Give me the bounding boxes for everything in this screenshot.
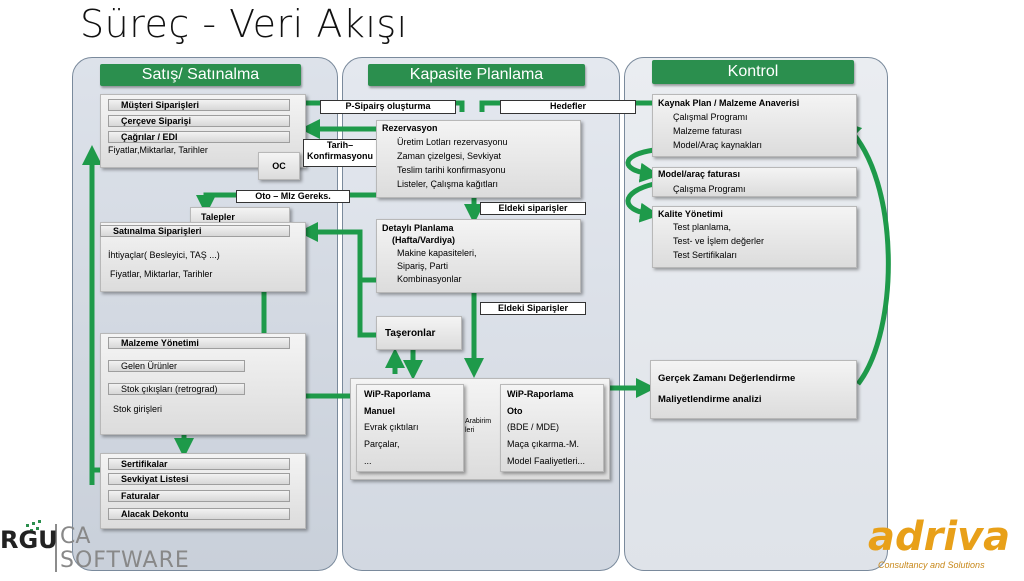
document-item: Faturalar (108, 490, 290, 502)
realtime-evaluation-box (650, 360, 857, 419)
resource-plan-box (652, 94, 857, 157)
reservation-title: Rezervasyon (382, 123, 438, 133)
detailed-planning-line: Sipariş, Parti (397, 261, 449, 271)
wip-auto-sub: Oto (507, 406, 523, 416)
orders-item: Müşteri Siparişleri (108, 99, 290, 111)
wip-auto-line: Maça çıkarma.-M. (507, 439, 580, 449)
purchase-orders-title: Satınalma Siparişleri (100, 225, 290, 237)
flag-hedefler: Hedefler (500, 100, 636, 114)
adriva-logo-sub: Consultancy and Solutions (878, 560, 985, 570)
model-invoice-title: Model/araç faturası (658, 169, 741, 179)
header-control: Kontrol (652, 60, 854, 84)
reservation-line: Teslim tarihi konfirmasyonu (397, 165, 506, 175)
wip-manual-sub: Manuel (364, 406, 396, 416)
model-invoice-line: Çalışma Programı (673, 184, 746, 194)
wip-auto-box (500, 384, 604, 472)
reservation-box (376, 120, 581, 198)
quality-line: Test Sertifikaları (673, 250, 738, 260)
argu-logo-sub2: SOFTWARE (60, 548, 190, 573)
wip-manual-box (356, 384, 464, 472)
page-title: Süreç - Veri Akışı (80, 2, 408, 46)
wip-auto-line: Model Faaliyetleri... (507, 456, 586, 466)
resource-plan-title: Kaynak Plan / Malzeme Anaverisi (658, 98, 800, 108)
resource-plan-line: Çalışmal Programı (673, 112, 748, 122)
quality-management-box (652, 206, 857, 268)
argu-logo-main: RGU (0, 526, 58, 554)
detailed-planning-line: Makine kapasiteleri, (397, 248, 477, 258)
argu-logo-mark (26, 520, 57, 572)
flag-p-siparis: P-Sipairş oluşturma (320, 100, 456, 114)
flag-tarih-konfirmasyonu: Tarih– Konfirmasyonu (303, 139, 377, 167)
reservation-line: Listeler, Çalışma kağıtları (397, 179, 499, 189)
detailed-planning-sub: (Hafta/Vardiya) (392, 235, 456, 245)
quality-management-title: Kalite Yönetimi (658, 209, 723, 219)
cost-analysis-label: Maliyetlendirme analizi (658, 394, 762, 405)
orders-note: Fiyatlar,Miktarlar, Tarihler (108, 145, 208, 155)
header-capacity-planning: Kapasite Planlama (368, 64, 585, 86)
flag-oto-mlz: Oto – Mlz Gereks. (236, 190, 350, 203)
material-line: Gelen Ürünler (108, 360, 245, 372)
orders-item: Çağrılar / EDI (108, 131, 290, 143)
document-item: Sevkiyat Listesi (108, 473, 290, 485)
detailed-planning-title: Detaylı Planlama (382, 223, 454, 233)
document-item: Sertifikalar (108, 458, 290, 470)
purchase-line: Fiyatlar, Miktarlar, Tarihler (110, 269, 213, 279)
flag-eldeki-2: Eldeki Siparişler (480, 302, 586, 315)
wip-auto-line: (BDE / MDE) (507, 422, 560, 432)
reservation-line: Üretim Lotları rezervasyonu (397, 137, 508, 147)
header-sales-purchasing: Satış/ Satınalma (100, 64, 301, 86)
subcontractors-box: Taşeronlar (376, 316, 462, 350)
detailed-planning-box (376, 219, 581, 293)
realtime-evaluation-label: Gerçek Zamanı Değerlendirme (658, 373, 796, 384)
resource-plan-line: Malzeme faturası (673, 126, 743, 136)
reservation-line: Zaman çizelgesi, Sevkiyat (397, 151, 502, 161)
material-line: Stok çıkışları (retrograd) (108, 383, 245, 395)
wip-auto-title: WiP-Raporlama (507, 389, 574, 399)
document-item: Alacak Dekontu (108, 508, 290, 520)
argu-logo: RGU CA SOFTWARE (0, 520, 200, 581)
purchase-line: İhtiyaçlar( Besleyici, TAŞ ...) (108, 250, 220, 260)
wip-manual-line: Evrak çıktıları (364, 422, 419, 432)
interfaces-label: Arabirim leri (465, 418, 492, 434)
adriva-logo-main: adriva (868, 514, 1011, 560)
orders-item: Çerçeve Siparişi (108, 115, 290, 127)
wip-manual-line: Parçalar, (364, 439, 400, 449)
quality-line: Test planlama, (673, 222, 732, 232)
argu-logo-sub1: CA (60, 524, 91, 549)
material-line: Stok girişleri (113, 404, 163, 414)
detailed-planning-line: Kombinasyonlar (397, 274, 462, 284)
material-title: Malzeme Yönetimi (108, 337, 290, 349)
flag-eldeki-1: Eldeki siparişler (480, 202, 586, 215)
resource-plan-line: Model/Araç kaynakları (673, 140, 763, 150)
model-invoice-box (652, 167, 857, 197)
wip-manual-title: WiP-Raporlama (364, 389, 431, 399)
quality-line: Test- ve İşlem değerler (673, 236, 765, 246)
oc-box: OC (258, 152, 300, 180)
wip-manual-line: ... (364, 456, 372, 466)
